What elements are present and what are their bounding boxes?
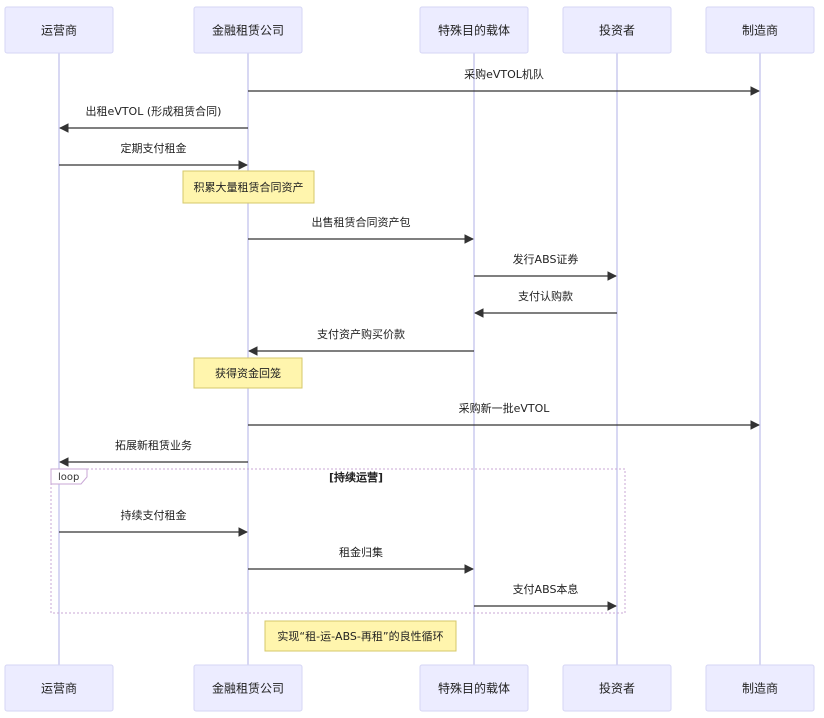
message-2: 出租eVTOL (形成租赁合同) — [59, 104, 248, 133]
note-3: 实现“租-运-ABS-再租”的良性循环 — [264, 620, 457, 652]
actor-label: 金融租赁公司 — [212, 681, 284, 696]
actor-label: 特殊目的载体 — [438, 681, 510, 696]
message-8: 采购新一批eVTOL — [248, 401, 760, 430]
loop-label: loop — [58, 472, 79, 483]
actor-label: 运营商 — [41, 23, 77, 38]
message-7: 支付资产购买价款 — [248, 327, 474, 356]
actor-label: 投资者 — [599, 23, 635, 38]
message-label: 采购eVTOL机队 — [464, 67, 544, 81]
actor-box — [419, 6, 529, 54]
note-text: 积累大量租赁合同资产 — [194, 180, 304, 194]
note-1: 积累大量租赁合同资产 — [182, 170, 315, 204]
actor-investor-bottom: 投资者 — [562, 664, 672, 712]
actor-label: 金融租赁公司 — [212, 23, 284, 38]
actor-box — [193, 6, 303, 54]
actor-operator-top: 运营商 — [4, 6, 114, 54]
actor-box — [562, 664, 672, 712]
message-label: 拓展新租赁业务 — [115, 438, 192, 452]
note-text: 获得资金回笼 — [215, 366, 281, 380]
actor-box — [4, 664, 114, 712]
message-label: 定期支付租金 — [121, 141, 187, 155]
actor-label: 运营商 — [41, 681, 77, 696]
actor-box — [562, 6, 672, 54]
message-10: 持续支付租金 — [59, 508, 248, 537]
actor-box — [419, 664, 529, 712]
actor-label: 制造商 — [742, 681, 778, 696]
note-text: 实现“租-运-ABS-再租”的良性循环 — [277, 629, 443, 643]
message-6: 支付认购款 — [474, 289, 617, 318]
message-label: 出售租赁合同资产包 — [312, 215, 411, 229]
note-box — [182, 170, 315, 204]
message-1: 采购eVTOL机队 — [248, 67, 760, 96]
message-label: 持续支付租金 — [121, 508, 187, 522]
message-5: 发行ABS证券 — [474, 252, 617, 281]
note-2: 获得资金回笼 — [193, 357, 303, 389]
actor-label: 投资者 — [599, 681, 635, 696]
message-11: 租金归集 — [248, 545, 474, 574]
loop-tab — [50, 468, 88, 485]
note-box — [193, 357, 303, 389]
message-9: 拓展新租赁业务 — [59, 438, 248, 467]
actor-box — [193, 664, 303, 712]
message-label: 采购新一批eVTOL — [459, 401, 551, 415]
loop-frame: loop [持续运营] — [50, 468, 626, 614]
actor-maker-top: 制造商 — [705, 6, 815, 54]
message-label: 租金归集 — [339, 545, 383, 559]
actor-lessor-top: 金融租赁公司 — [193, 6, 303, 54]
message-label: 发行ABS证券 — [513, 252, 579, 266]
actor-box — [4, 6, 114, 54]
actor-investor-top: 投资者 — [562, 6, 672, 54]
actor-spv-top: 特殊目的载体 — [419, 6, 529, 54]
actor-spv-bottom: 特殊目的载体 — [419, 664, 529, 712]
actor-lessor-bottom: 金融租赁公司 — [193, 664, 303, 712]
loop-border — [50, 468, 626, 614]
message-label: 出租eVTOL (形成租赁合同) — [86, 104, 222, 118]
actor-box — [705, 664, 815, 712]
actor-operator-bottom: 运营商 — [4, 664, 114, 712]
message-12: 支付ABS本息 — [474, 582, 617, 611]
note-box — [264, 620, 457, 652]
message-label: 支付资产购买价款 — [317, 327, 405, 341]
actor-box — [705, 6, 815, 54]
message-3: 定期支付租金 — [59, 141, 248, 170]
message-label: 支付认购款 — [518, 289, 573, 303]
message-4: 出售租赁合同资产包 — [248, 215, 474, 244]
actor-maker-bottom: 制造商 — [705, 664, 815, 712]
actor-label: 特殊目的载体 — [438, 23, 510, 38]
actor-label: 制造商 — [742, 23, 778, 38]
message-label: 支付ABS本息 — [513, 582, 579, 596]
loop-title: [持续运营] — [329, 470, 383, 484]
